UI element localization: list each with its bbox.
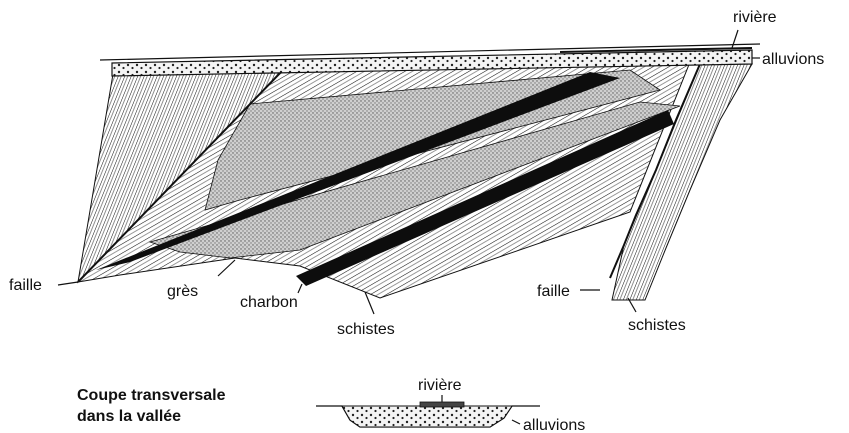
label-alluvions-top: alluvions bbox=[762, 51, 824, 68]
label-gres: grès bbox=[167, 283, 198, 300]
leader-gres bbox=[218, 260, 235, 276]
valley-river-channel bbox=[420, 402, 464, 407]
label-riviere-top: rivière bbox=[733, 9, 777, 26]
label-charbon: charbon bbox=[240, 294, 298, 311]
label-riviere-small: rivière bbox=[418, 377, 462, 394]
label-schistes-left: schistes bbox=[337, 321, 395, 338]
label-faille-right: faille bbox=[537, 283, 570, 300]
leader-riviere bbox=[732, 30, 738, 48]
valley-alluvions bbox=[342, 406, 512, 427]
inset-caption-line1: Coupe transversale bbox=[77, 387, 226, 404]
leader-faille-left bbox=[58, 282, 78, 285]
label-schistes-right: schistes bbox=[628, 317, 686, 334]
main-section bbox=[78, 44, 760, 300]
leader-alluvions-small bbox=[512, 420, 520, 424]
inset-caption-line2: dans la vallée bbox=[77, 408, 181, 425]
label-alluvions-small: alluvions bbox=[523, 417, 585, 433]
transverse-section-inset: Coupe transversale dans la vallée rivièr… bbox=[77, 377, 585, 433]
leader-charbon bbox=[298, 284, 302, 293]
label-faille-left: faille bbox=[9, 277, 42, 294]
